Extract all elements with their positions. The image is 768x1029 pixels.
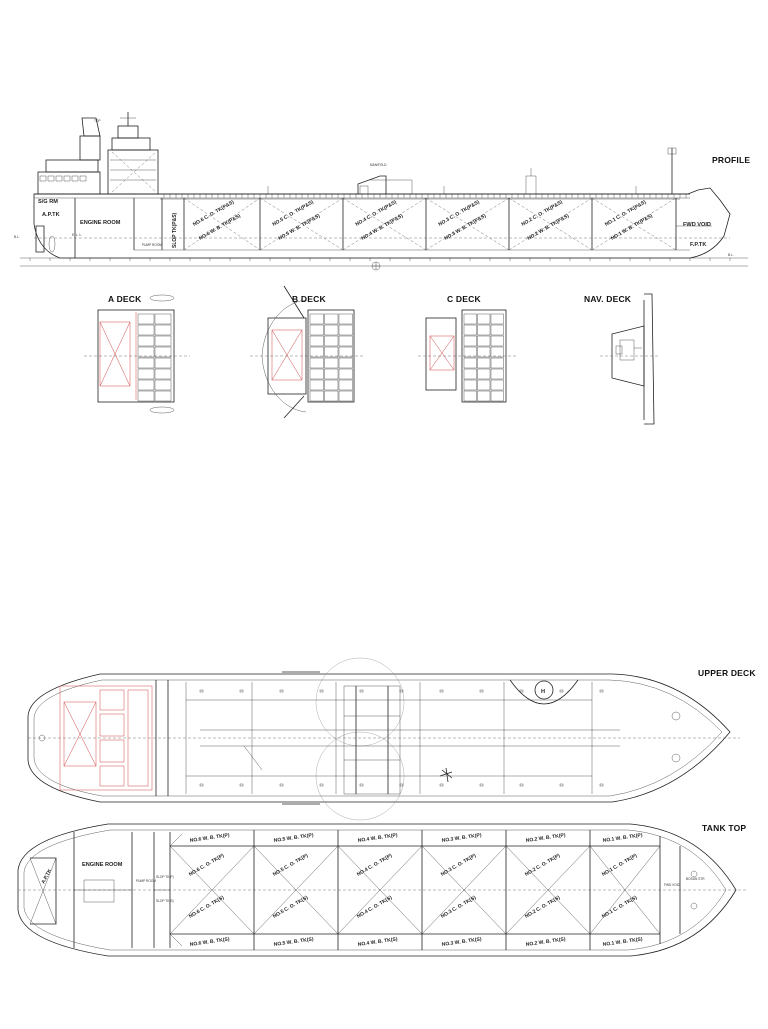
upper-deck-crane-arc-1 bbox=[315, 657, 405, 747]
tank-top-tank-label: NO.2 C. O. TK(P) bbox=[524, 853, 561, 878]
tank-top-slop-s-label: SLOP TK(S) bbox=[156, 899, 174, 903]
profile-fwd-void-label: FWD VOID bbox=[683, 222, 711, 228]
b-deck-title: B DECK bbox=[292, 294, 326, 304]
tank-top-tank-label: NO.3 W. B. TK(S) bbox=[441, 936, 482, 948]
profile-frame-ticks bbox=[29, 258, 731, 261]
tank-top-tank-label: NO.6 W. B. TK(P) bbox=[189, 832, 230, 844]
profile-slop-tk-label: SLOP TK(P&S) bbox=[172, 212, 178, 248]
upper-deck-windlass-s bbox=[671, 753, 681, 763]
upper-deck-title: UPPER DECK bbox=[698, 668, 756, 678]
upper-deck-manifold bbox=[343, 685, 401, 795]
profile-ap-tk-label: A.P.TK bbox=[42, 212, 60, 218]
c-deck-cabins bbox=[463, 313, 504, 402]
a-deck-cabins bbox=[137, 313, 172, 402]
upper-deck-accommodation bbox=[59, 685, 153, 791]
profile-ell-label: E. L. L. bbox=[72, 233, 82, 237]
tank-top-tank-label: NO.2 W. B. TK(S) bbox=[525, 936, 566, 948]
tank-top-tank-label: NO.6 W. B. TK(S) bbox=[189, 936, 230, 948]
tank-top-tank-label: NO.1 C. O. TK(P) bbox=[601, 853, 638, 878]
profile-superstructure: TOP bbox=[37, 112, 159, 195]
profile-rail-ticks bbox=[163, 194, 687, 198]
svg-text:TOP: TOP bbox=[94, 119, 101, 123]
profile-sg-rm-label: S/G RM bbox=[38, 199, 58, 205]
b-deck-cabins bbox=[309, 313, 353, 402]
profile-deck-equipment: MANIFOLD bbox=[267, 147, 677, 195]
tank-top-tank-label: NO.3 W. B. TK(P) bbox=[441, 832, 482, 844]
c-deck-title: C DECK bbox=[447, 294, 481, 304]
tank-top-engine-room-label: ENGINE ROOM bbox=[82, 862, 123, 868]
tank-top-tank-label: NO.5 C. O. TK(P) bbox=[272, 853, 309, 878]
a-deck-lifeboat-1 bbox=[149, 294, 175, 302]
nav-deck-plan: NAV. DECK bbox=[584, 293, 660, 425]
a-deck-plan: A DECK bbox=[84, 294, 190, 414]
tank-top-tank-labels: NO.6 W. B. TK(P) NO.5 W. B. TK(P) NO.4 W. … bbox=[188, 832, 643, 948]
tank-top-tank-label: NO.6 C. O. TK(S) bbox=[188, 895, 225, 920]
profile-bl-right: B.L. bbox=[728, 253, 734, 257]
profile-tank-bracing bbox=[183, 197, 677, 251]
upper-deck-spare-propeller bbox=[439, 767, 453, 783]
profile-engine-room-label: ENGINE ROOM bbox=[80, 220, 121, 226]
tank-top-tank-label: NO.5 W. B. TK(P) bbox=[273, 832, 314, 844]
tank-top-tank-label: NO.4 W. B. TK(P) bbox=[357, 832, 398, 844]
c-deck-plan: C DECK bbox=[418, 294, 516, 403]
tank-top-diagonals bbox=[169, 845, 661, 935]
profile-hull-outline bbox=[33, 187, 731, 259]
tank-top-tank-label: NO.5 C. O. TK(S) bbox=[272, 895, 309, 920]
profile-rudder bbox=[35, 225, 45, 253]
upper-deck-crane-arc-2 bbox=[315, 731, 405, 821]
tank-top-ap-tk bbox=[30, 857, 57, 925]
nav-deck-title: NAV. DECK bbox=[584, 294, 632, 304]
tank-top-ap-tk-label: A.P.TK bbox=[40, 868, 53, 885]
tank-top-plan: TANK TOP bbox=[17, 823, 746, 957]
tank-top-slop-p-label: SLOP TK(P) bbox=[156, 875, 174, 879]
tank-top-tank-label: NO.5 W. B. TK(S) bbox=[273, 936, 314, 948]
tank-top-tank-label: NO.1 W. B. TK(P) bbox=[602, 832, 643, 844]
tank-top-tank-label: NO.4 C. O. TK(P) bbox=[356, 853, 393, 878]
tank-top-tank-label: NO.2 W. B. TK(P) bbox=[525, 832, 566, 844]
upper-deck-heli-circle bbox=[534, 680, 554, 700]
profile-pump-room-label: PUMP ROOM bbox=[142, 243, 162, 247]
profile-fp-tk-label: F.P.TK bbox=[690, 242, 706, 248]
upper-deck-heli-mark: H bbox=[541, 689, 545, 695]
b-deck-davit-arc-2 bbox=[261, 355, 307, 413]
profile-view: PROFILE bbox=[14, 112, 750, 271]
a-deck-title: A DECK bbox=[108, 294, 142, 304]
tank-top-tank-label: NO.4 W. B. TK(S) bbox=[357, 936, 398, 948]
profile-title: PROFILE bbox=[712, 155, 750, 165]
tank-top-tank-label: NO.3 C. O. TK(S) bbox=[440, 895, 477, 920]
upper-deck-aft-bitt bbox=[38, 734, 46, 742]
upper-deck-bitts bbox=[199, 689, 604, 787]
upper-deck-windlass-p bbox=[671, 711, 681, 721]
b-deck-plan: B DECK bbox=[250, 285, 364, 419]
tank-top-pump-room-label: PUMP ROOM bbox=[136, 879, 156, 883]
a-deck-lifeboat-2 bbox=[149, 406, 175, 414]
tank-top-tank-label: NO.6 C. O. TK(P) bbox=[188, 853, 225, 878]
tank-top-tank-label: NO.1 W. B. TK(S) bbox=[602, 936, 643, 948]
c-deck-casing bbox=[425, 317, 457, 391]
a-deck-casing bbox=[99, 321, 131, 387]
upper-deck-plan: UPPER DECK H bbox=[27, 657, 756, 821]
tank-top-bosun-str-label: BOSUN STR bbox=[686, 877, 705, 881]
b-deck-davit-arc-1 bbox=[261, 299, 307, 357]
nav-deck-wing bbox=[644, 293, 655, 425]
profile-tank-labels: NO.6 C. O. TK(P&S)NO.6 W. B. TK(P&S)NO.5… bbox=[192, 199, 654, 242]
svg-text:MANIFOLD: MANIFOLD bbox=[370, 163, 387, 167]
tank-top-title: TANK TOP bbox=[702, 823, 746, 833]
tank-top-fwd-void-label: FWD VOID bbox=[664, 883, 681, 887]
upper-deck-helideck-outline bbox=[509, 679, 579, 705]
profile-propeller bbox=[48, 235, 56, 253]
tank-top-tank-label: NO.2 C. O. TK(S) bbox=[524, 895, 561, 920]
tank-top-tank-label: NO.3 C. O. TK(P) bbox=[440, 853, 477, 878]
profile-bl-left: B.L. bbox=[14, 235, 20, 239]
tank-top-tank-label: NO.4 C. O. TK(S) bbox=[356, 895, 393, 920]
tank-top-tank-label: NO.1 C. O. TK(S) bbox=[601, 895, 638, 920]
upper-deck-hull-outline bbox=[27, 673, 731, 803]
tank-top-main-engine bbox=[83, 879, 115, 903]
